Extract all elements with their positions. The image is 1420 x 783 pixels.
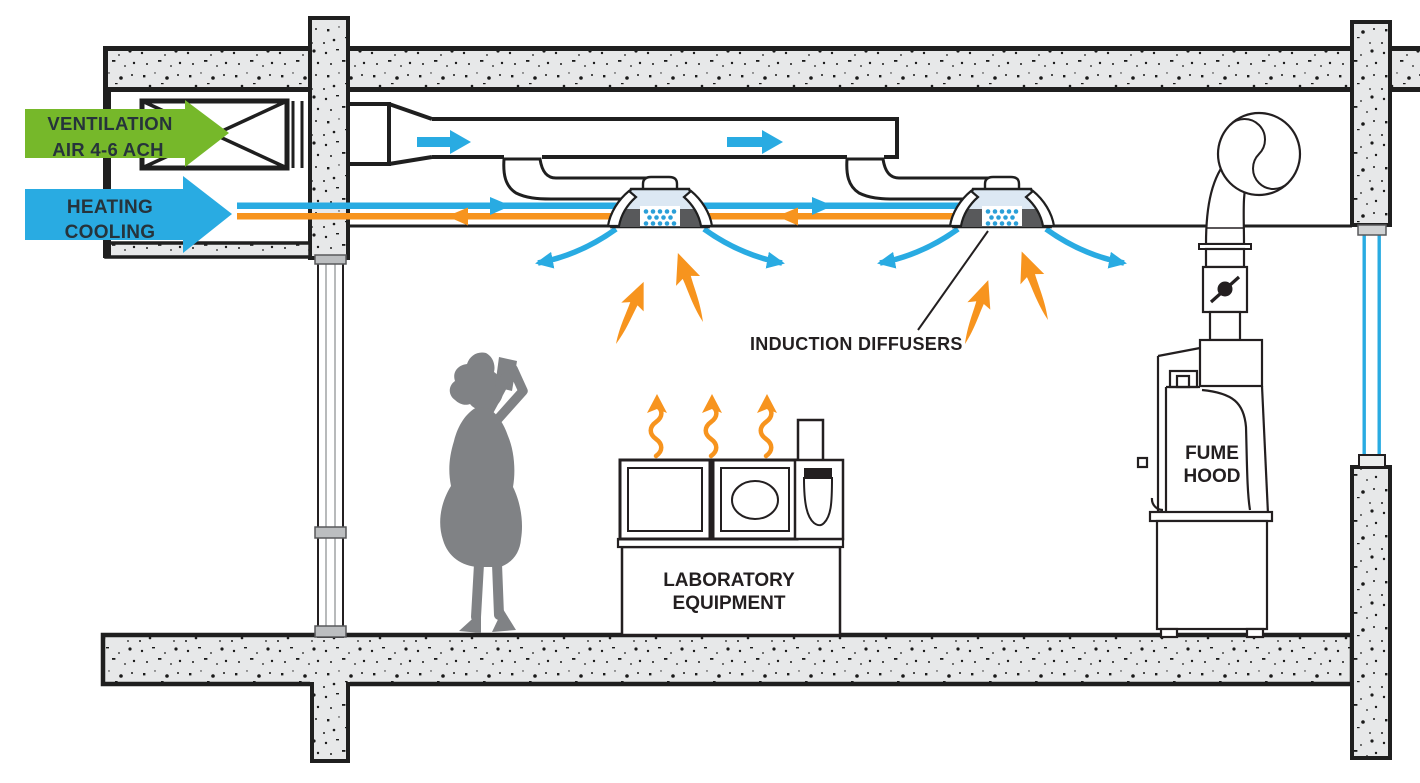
fume-hood-body	[1136, 338, 1274, 639]
duct-transition	[388, 102, 433, 121]
ventilation-label-line1: VENTILATION	[47, 113, 172, 134]
heating-label: HEATING	[67, 197, 153, 218]
person-arm-1	[481, 372, 512, 419]
person-foot-1	[459, 611, 481, 633]
diffuser-leader-line	[917, 230, 989, 331]
induction-diffusers-label: INDUCTION DIFFUSERS	[750, 334, 963, 354]
fume-hood: FUME HOOD	[1136, 111, 1302, 639]
equipment-label-line2: EQUIPMENT	[673, 593, 786, 614]
person-silhouette	[440, 352, 528, 633]
fume-hood-label-line1: FUME	[1185, 443, 1239, 464]
beaker	[802, 477, 834, 527]
flex-duct-2	[845, 157, 991, 201]
equipment-dial	[731, 480, 779, 520]
fume-hood-label-line2: HOOD	[1184, 466, 1241, 487]
floor-slab	[100, 632, 1355, 687]
building-structure	[100, 16, 1420, 763]
person-arm-2	[493, 364, 528, 424]
roof-slab	[103, 46, 1420, 92]
blue-pipe-flow-arrow-2	[812, 197, 833, 215]
hood-plenum-box	[1198, 338, 1264, 388]
equipment-label-line1: LABORATORY	[663, 570, 795, 591]
orange-pipe-flow-arrow-1	[447, 207, 468, 226]
left-service-pipe	[314, 254, 347, 638]
blue-pipe-flow-arrow-1	[490, 197, 511, 215]
ahu-soffit	[104, 241, 312, 259]
right-column-upper	[1350, 20, 1392, 227]
left-column-upper	[308, 16, 350, 260]
cooling-label: COOLING	[65, 222, 156, 243]
person-leg-1	[471, 559, 484, 622]
duct-airflow-arrow-1	[417, 130, 471, 154]
duct-airflow-arrow-2	[727, 130, 783, 154]
fan-blade-curve	[1229, 118, 1289, 190]
right-column-lower	[1350, 465, 1392, 760]
right-water-riser	[1357, 224, 1387, 468]
chilled-water-pipe	[237, 202, 985, 209]
heating-cooling-arrow: HEATING COOLING	[25, 176, 232, 253]
person-leg-2	[492, 559, 504, 620]
beaker-cap	[804, 468, 832, 478]
person-body	[440, 407, 523, 567]
person-head	[449, 352, 504, 411]
hood-cabinet	[1155, 519, 1269, 631]
flex-duct-1	[502, 157, 648, 201]
lab-bench	[620, 545, 842, 637]
laboratory-equipment: LABORATORY EQUIPMENT	[616, 394, 845, 637]
ahu-left-wall	[103, 92, 111, 258]
hood-worktop	[1148, 510, 1274, 523]
equipment-stand	[796, 418, 825, 464]
supply-duct	[348, 102, 899, 166]
person-foot-2	[492, 609, 516, 632]
orange-pipe-flow-arrow-2	[777, 207, 798, 226]
ventilation-air-arrow: VENTILATION AIR 4-6 ACH	[25, 100, 229, 167]
fume-exhaust-assembly	[1198, 111, 1302, 342]
hood-sash	[1201, 388, 1252, 511]
left-column-lower	[310, 681, 350, 763]
ventilation-label-line2: AIR 4-6 ACH	[52, 139, 164, 160]
